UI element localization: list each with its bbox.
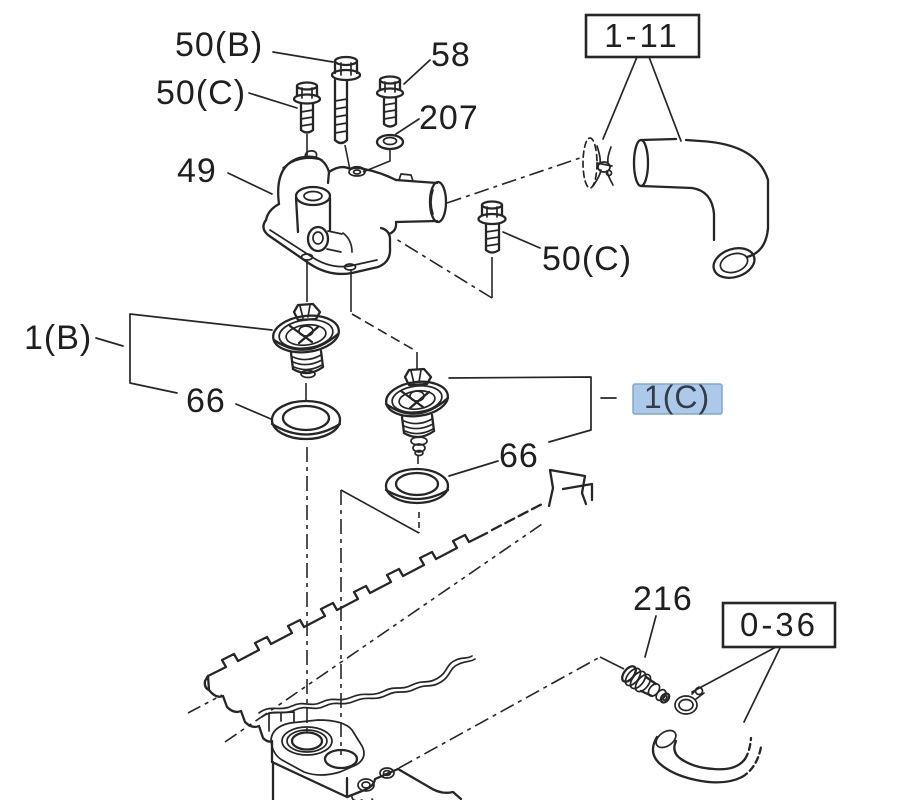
bolt-58-drawing (375, 75, 405, 128)
label-66-left[interactable]: 66 (186, 382, 226, 420)
thermostat-1c-drawing (384, 367, 450, 457)
label-207[interactable]: 207 (419, 99, 479, 137)
engine-block-drawing (187, 468, 594, 800)
label-66-right[interactable]: 66 (499, 437, 539, 475)
water-hose-drawing (632, 137, 770, 279)
label-1b[interactable]: 1(B) (24, 319, 92, 357)
ref-link-1-11[interactable]: 1-11 (584, 13, 701, 59)
leader-lines (95, 51, 781, 723)
label-49[interactable]: 49 (177, 152, 217, 190)
ref-label-1-11: 1-11 (604, 17, 680, 54)
oring-66-left-drawing (270, 399, 342, 441)
label-216[interactable]: 216 (633, 580, 693, 618)
clamp-drawing (674, 686, 705, 715)
bolt-50c-top-drawing (292, 81, 322, 134)
label-50c-top[interactable]: 50(C) (156, 74, 246, 112)
bypass-hose-drawing (651, 729, 763, 784)
label-50b[interactable]: 50(B) (175, 26, 263, 64)
flange-clip-drawing (582, 137, 614, 189)
thermostat-housing-drawing (262, 150, 448, 276)
label-50c-right[interactable]: 50(C) (542, 240, 632, 278)
oring-66-right-drawing (384, 467, 450, 505)
washer-207-drawing (375, 133, 405, 151)
connector-216-drawing (621, 665, 671, 704)
selected-label-highlight (632, 383, 723, 415)
label-1c: 1(C) (644, 379, 710, 415)
thermostat-1b-drawing (272, 302, 340, 379)
bolt-50c-right-drawing (477, 200, 507, 254)
centerlines (305, 134, 625, 769)
ref-label-0-36: 0-36 (740, 606, 818, 643)
label-58[interactable]: 58 (431, 36, 471, 74)
bolt-50b-drawing (330, 55, 362, 145)
ref-link-0-36[interactable]: 0-36 (721, 601, 837, 649)
selected-part-label-1c[interactable]: 1(C) (632, 379, 723, 415)
